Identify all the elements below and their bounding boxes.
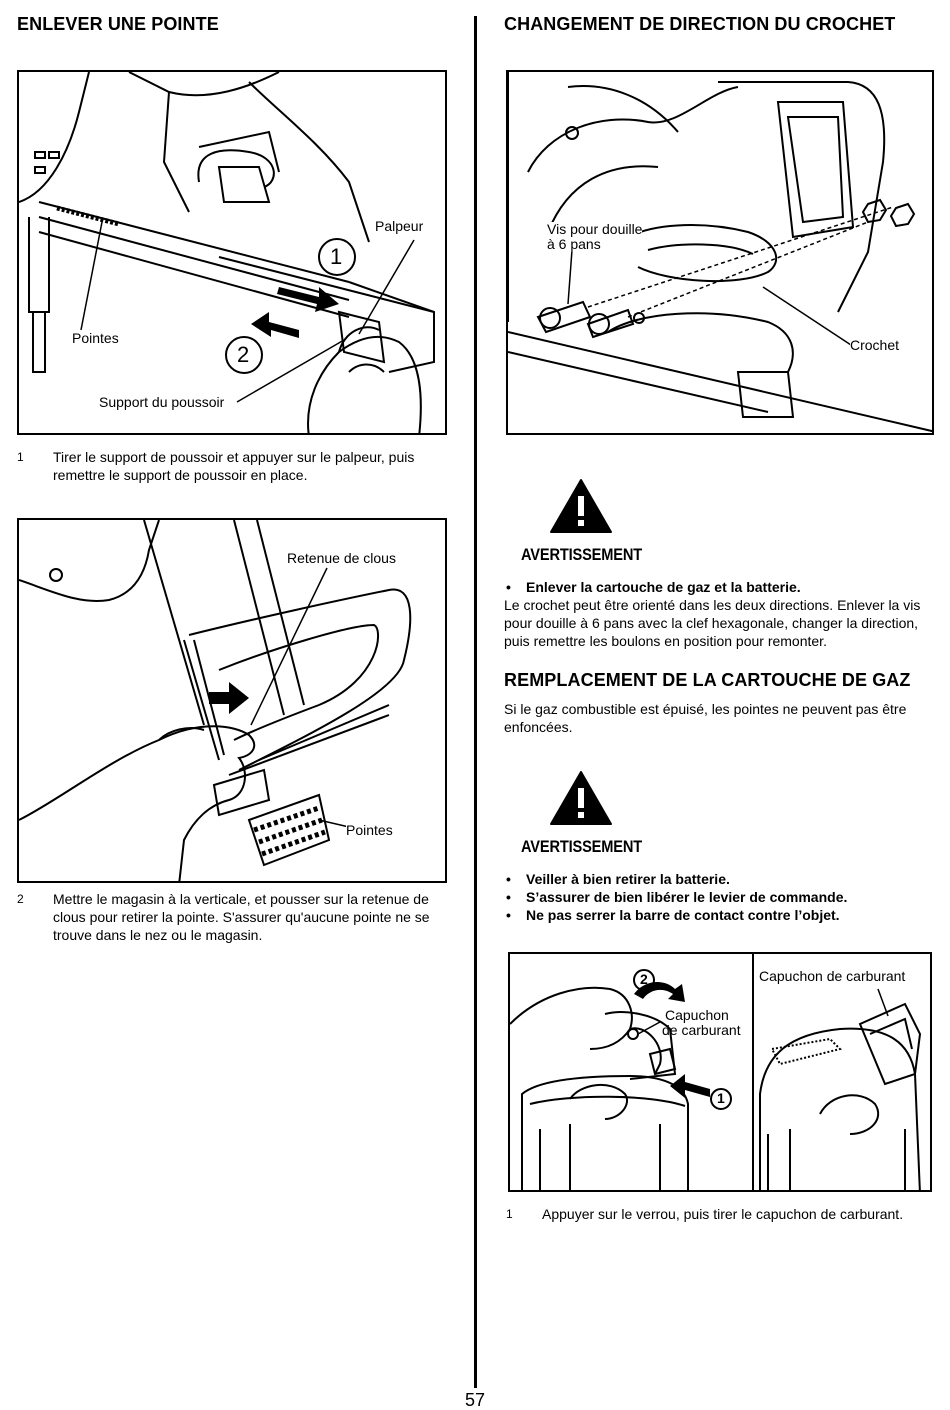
figure-remove-nail: Palpeur Pointes Support du poussoir 1 2 bbox=[17, 70, 447, 435]
caption-number: 1 bbox=[506, 1207, 513, 1221]
caption-number: 2 bbox=[17, 892, 24, 906]
label-vis-douille: Vis pour douille à 6 pans bbox=[547, 221, 643, 252]
column-divider bbox=[474, 16, 477, 1388]
figure-fuel-cap: 2 Capuchon de carburant 1 Capuchon de ca… bbox=[508, 952, 932, 1192]
warning-1-bullet: Enlever la cartouche de gaz et la batter… bbox=[504, 578, 934, 596]
pointes-leader-line bbox=[80, 221, 103, 331]
rotate-arrow-icon bbox=[634, 982, 685, 1002]
warning-2-bullet: S’assurer de bien libérer le levier de c… bbox=[504, 888, 934, 906]
vis-leader-line bbox=[567, 249, 573, 305]
warning-1-title: AVERTISSEMENT bbox=[521, 545, 642, 564]
capuchon-right-leader-line bbox=[877, 988, 889, 1017]
capuchon-leader-line bbox=[637, 1021, 661, 1035]
section-heading-enlever-pointe: ENLEVER UNE POINTE bbox=[17, 14, 219, 34]
label-support-poussoir: Support du poussoir bbox=[99, 394, 225, 410]
label-palpeur: Palpeur bbox=[375, 218, 424, 234]
crochet-leader-line bbox=[762, 286, 852, 346]
label-pointes-2: Pointes bbox=[346, 822, 393, 838]
figure-magazine-vertical: Retenue de clous Pointes bbox=[17, 518, 447, 883]
gas-intro-text: Si le gaz combustible est épuisé, les po… bbox=[504, 701, 907, 735]
caption-number: 1 bbox=[17, 450, 24, 464]
label-retenue-clous: Retenue de clous bbox=[287, 550, 396, 566]
label-capuchon-left: Capuchon de carburant bbox=[662, 1008, 741, 1038]
caption-2: 2 Mettre le magasin à la verticale, et p… bbox=[17, 890, 447, 948]
press-arrow-icon bbox=[670, 1074, 710, 1098]
caption-1: 1 Tirer le support de poussoir et appuye… bbox=[17, 448, 447, 488]
warning-1-bullets: Enlever la cartouche de gaz et la batter… bbox=[504, 578, 934, 596]
warning-2-bullets: Veiller à bien retirer la batterie. S’as… bbox=[504, 870, 934, 924]
label-vis-line2: à 6 pans bbox=[547, 236, 601, 252]
page-number: 57 bbox=[464, 1390, 486, 1410]
pointes-leader-line-2 bbox=[318, 819, 350, 828]
warning-triangle-icon bbox=[550, 771, 612, 825]
hook-illustration bbox=[508, 72, 932, 433]
label-pointes: Pointes bbox=[72, 330, 119, 346]
section-heading-remplacement-cartouche: REMPLACEMENT DE LA CARTOUCHE DE GAZ bbox=[504, 670, 911, 690]
nailer-pusher-illustration bbox=[19, 72, 435, 433]
caption-text: Appuyer sur le verrou, puis tirer le cap… bbox=[542, 1206, 904, 1222]
warning-2-bullet: Veiller à bien retirer la batterie. bbox=[504, 870, 934, 888]
label-crochet: Crochet bbox=[850, 337, 900, 353]
label-capuchon-line2: de carburant bbox=[662, 1022, 741, 1038]
caption-text: Mettre le magasin à la verticale, et pou… bbox=[53, 891, 430, 943]
section-heading-changement-crochet: CHANGEMENT DE DIRECTION DU CROCHET bbox=[504, 14, 896, 34]
caption-text: Tirer le support de poussoir et appuyer … bbox=[53, 449, 415, 483]
label-capuchon-line1: Capuchon bbox=[665, 1007, 729, 1023]
magazine-release-illustration bbox=[19, 520, 412, 881]
label-vis-line1: Vis pour douille bbox=[547, 221, 643, 237]
caption-3: 1 Appuyer sur le verrou, puis tirer le c… bbox=[506, 1205, 936, 1225]
retenue-leader-line bbox=[250, 567, 328, 726]
warning-2-bullet: Ne pas serrer la barre de contact contre… bbox=[504, 906, 934, 924]
push-arrow-icon bbox=[209, 682, 249, 714]
palpeur-leader-line bbox=[358, 239, 415, 335]
support-leader-line bbox=[236, 339, 345, 403]
fuel-cap-illustration bbox=[510, 954, 922, 1190]
step-1-marker-fuel: 1 bbox=[717, 1090, 725, 1106]
step-2-marker: 2 bbox=[237, 342, 250, 367]
figure-hook-direction: Vis pour douille à 6 pans Crochet bbox=[506, 70, 934, 435]
step-2-marker-fuel: 2 bbox=[640, 971, 648, 987]
warning-triangle-icon bbox=[550, 479, 612, 533]
label-capuchon-right: Capuchon de carburant bbox=[759, 968, 906, 984]
warning-2-title: AVERTISSEMENT bbox=[521, 837, 642, 856]
warning-1-body: Le crochet peut être orienté dans les de… bbox=[504, 597, 921, 649]
step-1-marker: 1 bbox=[330, 244, 343, 269]
